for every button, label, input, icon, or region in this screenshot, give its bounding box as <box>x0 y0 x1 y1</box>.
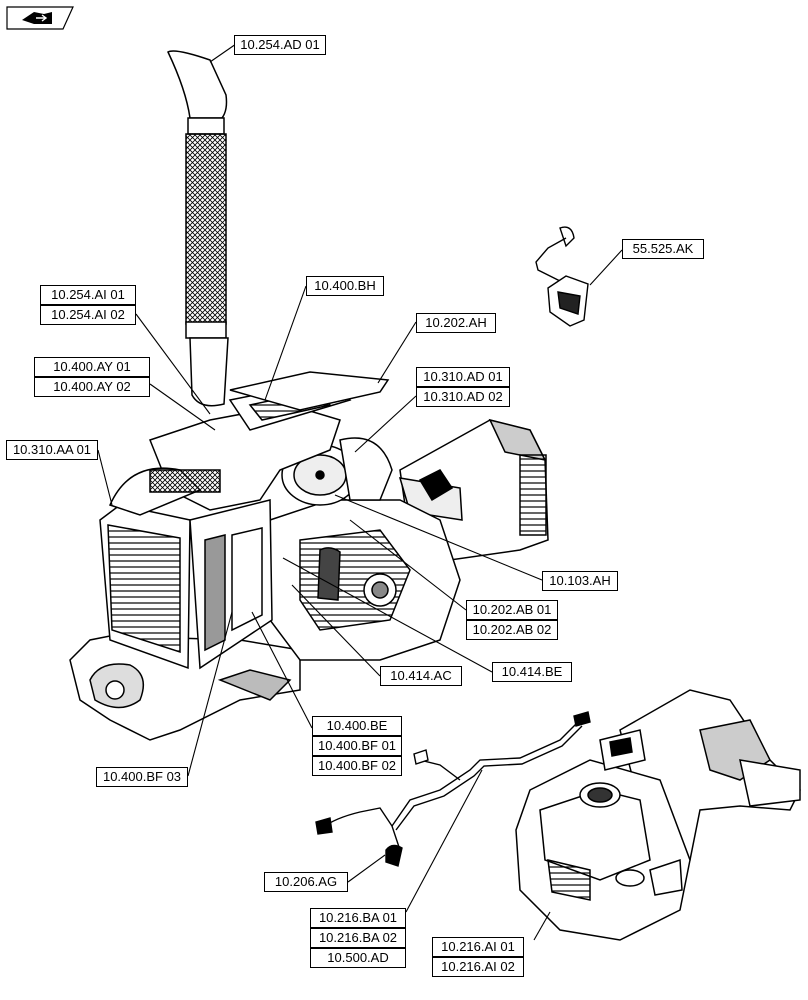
callout-text: 10.216.AI 02 <box>441 959 515 974</box>
callout-label[interactable]: 10.103.AH <box>542 571 618 591</box>
callout-label[interactable]: 10.202.AB 02 <box>466 620 558 640</box>
callout-text: 10.400.AY 02 <box>53 379 131 394</box>
callout-label[interactable]: 10.254.AI 02 <box>40 305 136 325</box>
callout-text: 10.310.AD 01 <box>423 369 503 384</box>
callout-label[interactable]: 55.525.AK <box>622 239 704 259</box>
callout-text: 10.202.AB 01 <box>472 602 552 617</box>
callout-text: 10.206.AG <box>274 874 338 889</box>
callout-text: 10.202.AH <box>425 315 487 330</box>
callout-label[interactable]: 10.400.AY 01 <box>34 357 150 377</box>
tractor-chassis <box>69 371 549 741</box>
callout-label[interactable]: 10.254.AI 01 <box>40 285 136 305</box>
callout-text: 10.310.AD 02 <box>423 389 503 404</box>
callout-label[interactable]: 10.310.AA 01 <box>6 440 98 460</box>
callout-label[interactable]: 10.310.AD 01 <box>416 367 510 387</box>
callout-text: 10.103.AH <box>549 573 611 588</box>
callout-label[interactable]: 10.216.BA 02 <box>310 928 406 948</box>
callout-text: 10.254.AI 01 <box>51 287 125 302</box>
callout-text: 10.414.BE <box>501 664 563 679</box>
sensor-bracket <box>535 226 589 327</box>
callout-label[interactable]: 10.202.AH <box>416 313 496 333</box>
callout-text: 10.414.AC <box>390 668 452 683</box>
callout-label[interactable]: 10.500.AD <box>310 948 406 968</box>
callout-label[interactable]: 10.216.AI 02 <box>432 957 524 977</box>
callout-text: 10.216.BA 02 <box>318 930 398 945</box>
fuel-tank-assembly <box>515 689 801 941</box>
callout-label[interactable]: 10.400.BF 02 <box>312 756 402 776</box>
callout-label[interactable]: 10.216.BA 01 <box>310 908 406 928</box>
callout-label[interactable]: 10.400.AY 02 <box>34 377 150 397</box>
callout-label[interactable]: 10.216.AI 01 <box>432 937 524 957</box>
callout-label[interactable]: 10.254.AD 01 <box>234 35 326 55</box>
callout-text: 10.500.AD <box>327 950 389 965</box>
callout-text: 10.400.BF 02 <box>317 758 397 773</box>
callout-text: 10.202.AB 02 <box>472 622 552 637</box>
callout-text: 10.216.BA 01 <box>318 910 398 925</box>
back-arrow-icon[interactable] <box>6 6 74 30</box>
callout-text: 10.400.BF 01 <box>317 738 397 753</box>
callout-text: 10.400.BF 03 <box>102 769 182 784</box>
callout-label[interactable]: 10.400.BH <box>306 276 384 296</box>
callout-text: 10.400.BE <box>326 718 388 733</box>
callout-text: 55.525.AK <box>632 241 694 256</box>
callout-text: 10.216.AI 01 <box>441 939 515 954</box>
callout-label[interactable]: 10.400.BE <box>312 716 402 736</box>
callout-label[interactable]: 10.400.BF 03 <box>96 767 188 787</box>
callout-label[interactable]: 10.206.AG <box>264 872 348 892</box>
callout-label[interactable]: 10.202.AB 01 <box>466 600 558 620</box>
callout-text: 10.310.AA 01 <box>12 442 92 457</box>
callout-text: 10.254.AD 01 <box>240 37 320 52</box>
callout-text: 10.400.BH <box>314 278 376 293</box>
callout-label[interactable]: 10.400.BF 01 <box>312 736 402 756</box>
callout-text: 10.400.AY 01 <box>53 359 131 374</box>
exhaust-pipe <box>167 50 229 407</box>
callout-text: 10.254.AI 02 <box>51 307 125 322</box>
leader-lines <box>97 43 623 941</box>
callout-label[interactable]: 10.414.AC <box>380 666 462 686</box>
fuel-lines <box>315 711 591 867</box>
callout-label[interactable]: 10.414.BE <box>492 662 572 682</box>
callout-label[interactable]: 10.310.AD 02 <box>416 387 510 407</box>
